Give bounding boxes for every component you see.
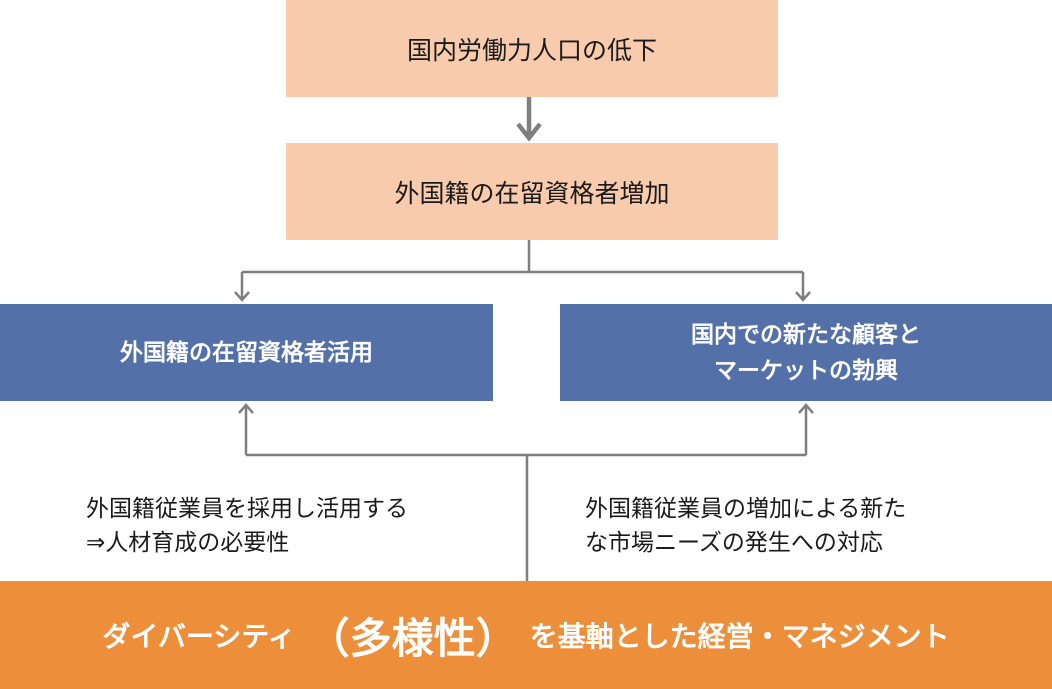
note-left: 外国籍従業員を採用し活用する ⇒人材育成の必要性 (86, 492, 408, 560)
arrow-to-left-box (234, 272, 250, 302)
node-diversity-pre: ダイバーシティ (102, 620, 296, 653)
node-utilize-foreign-residents-label: 外国籍の在留資格者活用 (120, 339, 373, 366)
note-left-line1: 外国籍従業員を採用し活用する (86, 496, 408, 522)
node-new-customers-market-line1: 国内での新たな顧客と (691, 321, 921, 348)
arrow-up-to-left-box (238, 403, 254, 455)
note-right-line2: な市場ニーズの発生への対応 (585, 530, 883, 556)
node-new-customers-market-line2: マーケットの勃興 (714, 357, 898, 384)
node-new-customers-market: 国内での新たな顧客と マーケットの勃興 (560, 304, 1052, 401)
node-foreign-residents-increase: 外国籍の在留資格者増加 (286, 143, 778, 240)
node-foreign-residents-increase-label: 外国籍の在留資格者増加 (394, 178, 670, 208)
arrow-up-to-right-box (798, 403, 814, 455)
node-utilize-foreign-residents: 外国籍の在留資格者活用 (0, 304, 493, 401)
arrow-to-right-box (795, 272, 811, 302)
note-right: 外国籍従業員の増加による新たな市場ニーズの発生への対応 (585, 492, 906, 560)
arrow-top-to-second-head (516, 122, 542, 142)
node-labor-decline-label: 国内労働力人口の低下 (406, 35, 657, 65)
node-diversity-big: （多様性） (307, 613, 518, 663)
note-left-line2: ⇒人材育成の必要性 (86, 530, 290, 556)
node-diversity-post: を基軸とした経営・マネジメント (529, 620, 950, 653)
node-labor-decline: 国内労働力人口の低下 (286, 0, 778, 97)
node-diversity-management: ダイバーシティ （多様性） を基軸とした経営・マネジメント (0, 581, 1052, 689)
note-right-line1: 外国籍従業員の増加による新た (585, 496, 907, 522)
